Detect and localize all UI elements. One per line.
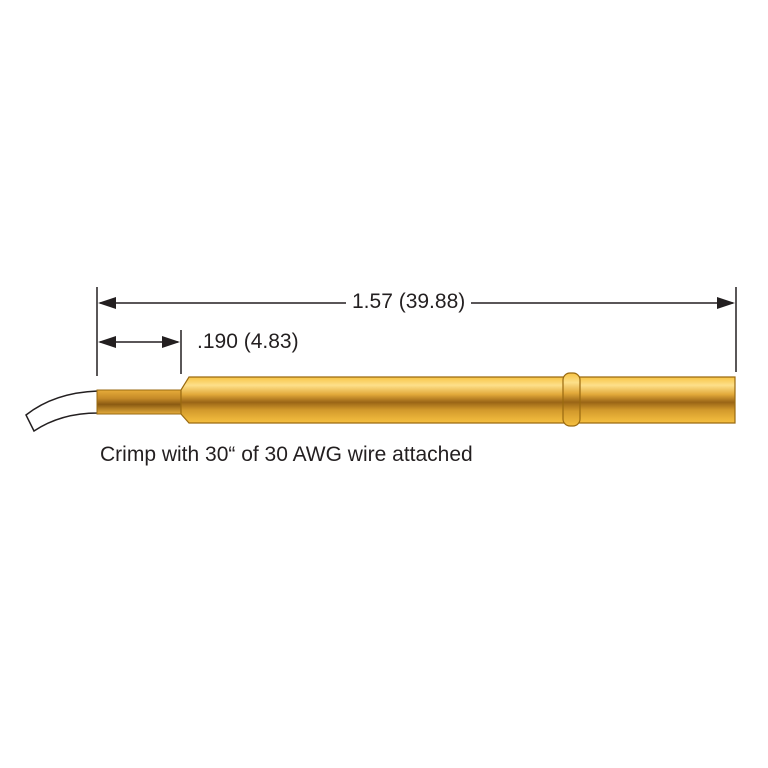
crimp-dimension-line	[98, 336, 180, 348]
crimp-length-label: .190 (4.83)	[197, 330, 299, 353]
overall-length-label: 1.57 (39.88)	[346, 290, 472, 314]
arrow-right-icon	[162, 336, 180, 348]
caption: Crimp with 30“ of 30 AWG wire attached	[100, 443, 473, 466]
crimp-barrel	[96, 389, 182, 415]
arrow-left-icon	[98, 336, 116, 348]
arrow-left-icon	[98, 297, 116, 309]
pin-body	[180, 376, 736, 424]
arrow-right-icon	[717, 297, 735, 309]
wire	[25, 390, 99, 433]
pin-ring	[562, 372, 581, 427]
